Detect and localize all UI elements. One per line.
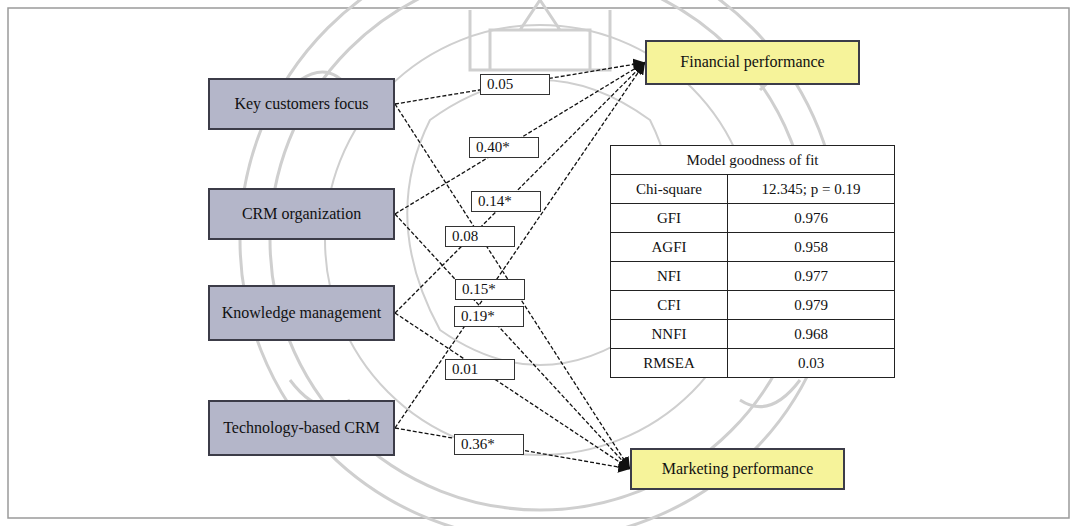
outcome-box: Marketing performance xyxy=(630,448,845,490)
table-cell: 0.03 xyxy=(728,349,895,378)
outcome-box: Financial performance xyxy=(645,40,860,85)
path-coefficient: 0.05 xyxy=(480,74,550,95)
path-arrow xyxy=(395,104,630,469)
table-cell: 0.968 xyxy=(728,320,895,349)
seal-emblem xyxy=(470,0,610,70)
path-coefficient: 0.15* xyxy=(455,279,525,300)
table-header: Model goodness of fit xyxy=(611,146,895,175)
construct-box: CRM organization xyxy=(208,188,395,240)
table-row: Model goodness of fit xyxy=(611,146,895,175)
table-row: NNFI0.968 xyxy=(611,320,895,349)
path-arrow xyxy=(395,63,645,429)
table-cell: Chi-square xyxy=(611,175,728,204)
fit-table: Model goodness of fitChi-square12.345; p… xyxy=(610,145,895,378)
node-label: Marketing performance xyxy=(662,460,813,478)
table-cell: RMSEA xyxy=(611,349,728,378)
path-arrow xyxy=(395,313,630,469)
table-cell: AGFI xyxy=(611,233,728,262)
table-row: GFI0.976 xyxy=(611,204,895,233)
path-coefficient: 0.14* xyxy=(471,191,541,212)
construct-box: Key customers focus xyxy=(208,78,395,130)
construct-box: Technology-based CRM xyxy=(208,400,395,456)
table-cell: NFI xyxy=(611,262,728,291)
path-coefficient: 0.08 xyxy=(445,226,515,247)
table-cell: 12.345; p = 0.19 xyxy=(728,175,895,204)
table-cell: 0.976 xyxy=(728,204,895,233)
path-coefficient: 0.01 xyxy=(445,359,515,380)
path-arrow xyxy=(395,63,645,215)
table-row: AGFI0.958 xyxy=(611,233,895,262)
node-label: Knowledge management xyxy=(222,304,382,322)
path-arrow xyxy=(395,63,645,314)
path-coefficient: 0.36* xyxy=(454,434,524,455)
construct-box: Knowledge management xyxy=(208,285,395,341)
node-label: Financial performance xyxy=(680,53,824,71)
table-cell: CFI xyxy=(611,291,728,320)
table-cell: NNFI xyxy=(611,320,728,349)
table-cell: GFI xyxy=(611,204,728,233)
node-label: Technology-based CRM xyxy=(223,419,380,437)
table-row: NFI0.977 xyxy=(611,262,895,291)
path-arrow xyxy=(395,63,645,105)
table-cell: 0.958 xyxy=(728,233,895,262)
table-row: RMSEA0.03 xyxy=(611,349,895,378)
path-arrow xyxy=(395,214,630,469)
table-row: Chi-square12.345; p = 0.19 xyxy=(611,175,895,204)
node-label: Key customers focus xyxy=(234,95,368,113)
path-coefficient: 0.40* xyxy=(469,137,539,158)
path-arrow xyxy=(395,428,630,469)
node-label: CRM organization xyxy=(242,205,361,223)
table-row: CFI0.979 xyxy=(611,291,895,320)
frame xyxy=(8,8,1069,518)
path-coefficient: 0.19* xyxy=(454,306,524,327)
table-cell: 0.977 xyxy=(728,262,895,291)
table-cell: 0.979 xyxy=(728,291,895,320)
